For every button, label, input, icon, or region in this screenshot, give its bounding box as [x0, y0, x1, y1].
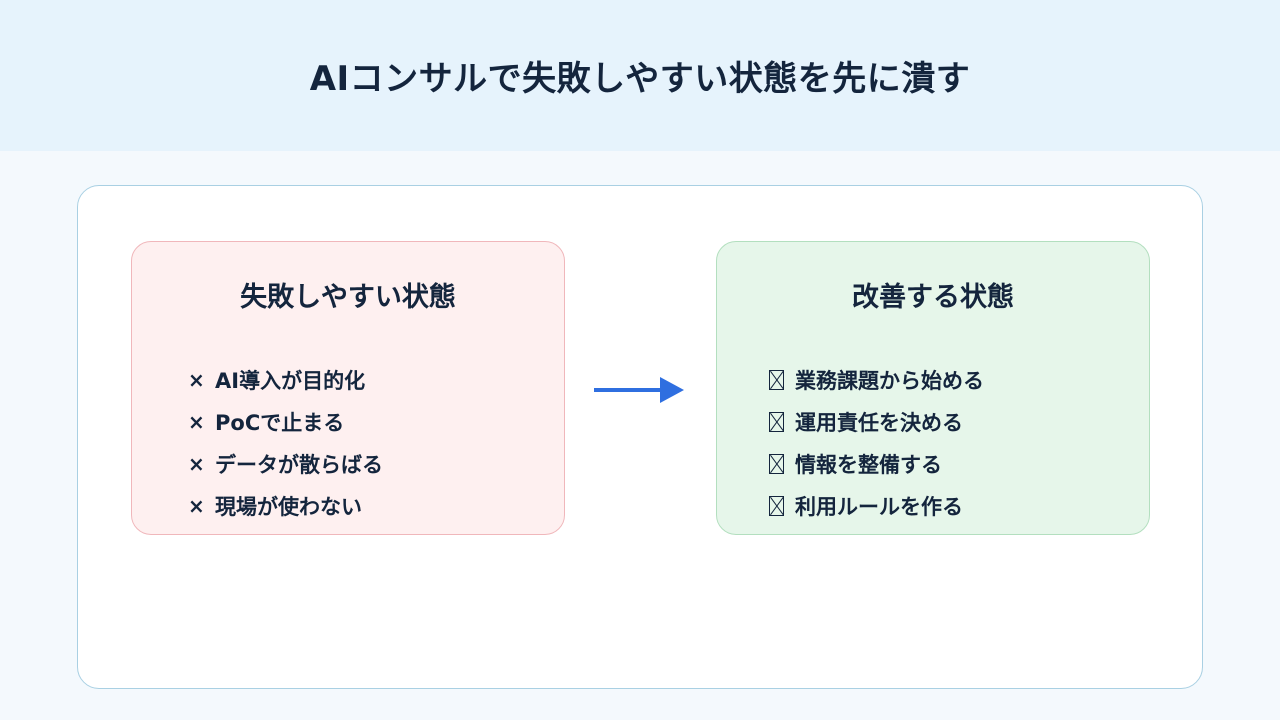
right-arrow-icon — [594, 377, 684, 403]
arrow-head — [660, 377, 684, 403]
missing-glyph-box-icon — [769, 412, 784, 432]
improve-card-title: 改善する状態 — [852, 282, 1014, 313]
cross-icon: × — [188, 368, 205, 392]
improve-item: 利用ルールを作る — [769, 485, 984, 527]
improve-card: 改善する状態 業務課題から始める 運用責任を決める 情報を整備する 利用ルールを… — [716, 241, 1150, 535]
improve-item-label: 情報を整備する — [795, 453, 942, 477]
improve-item: 運用責任を決める — [769, 401, 984, 443]
improve-list: 業務課題から始める 運用責任を決める 情報を整備する 利用ルールを作る — [769, 359, 984, 527]
failure-item-label: 現場が使わない — [215, 495, 362, 519]
missing-glyph-box-icon — [769, 454, 784, 474]
header-band — [0, 0, 1280, 151]
failure-item-label: PoCで止まる — [215, 411, 345, 435]
failure-item-label: AI導入が目的化 — [215, 369, 366, 393]
improve-item-label: 利用ルールを作る — [795, 495, 963, 519]
cross-icon: × — [188, 410, 205, 434]
failure-item: × 現場が使わない — [188, 485, 383, 527]
cross-icon: × — [188, 452, 205, 476]
improve-item-label: 業務課題から始める — [795, 369, 984, 393]
page-title: AIコンサルで失敗しやすい状態を先に潰す — [309, 59, 971, 99]
failure-item: × AI導入が目的化 — [188, 359, 383, 401]
improve-item: 業務課題から始める — [769, 359, 984, 401]
failure-card-title: 失敗しやすい状態 — [240, 282, 456, 313]
improve-item-label: 運用責任を決める — [795, 411, 963, 435]
failure-item-label: データが散らばる — [215, 453, 383, 477]
cross-icon: × — [188, 494, 205, 518]
failure-item: × PoCで止まる — [188, 401, 383, 443]
failure-card: 失敗しやすい状態 × AI導入が目的化 × PoCで止まる × データが散らばる… — [131, 241, 565, 535]
failure-list: × AI導入が目的化 × PoCで止まる × データが散らばる × 現場が使わな… — [188, 359, 383, 527]
improve-item: 情報を整備する — [769, 443, 984, 485]
failure-item: × データが散らばる — [188, 443, 383, 485]
missing-glyph-box-icon — [769, 496, 784, 516]
missing-glyph-box-icon — [769, 370, 784, 390]
